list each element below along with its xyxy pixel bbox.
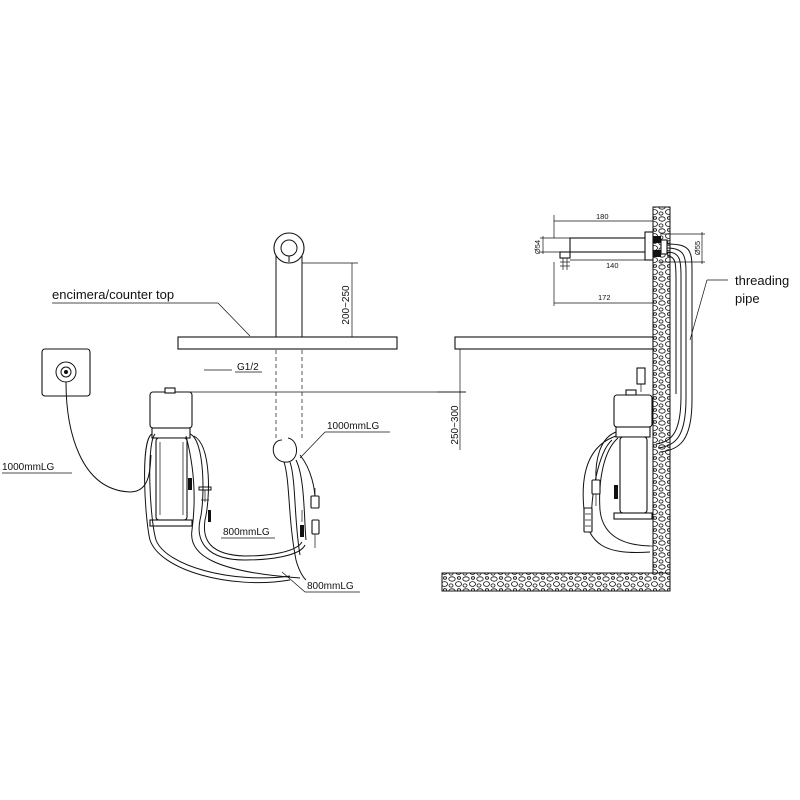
threading-text: threading [735, 273, 789, 288]
module-cable-bundle [144, 433, 306, 584]
thread-text: G1/2 [237, 362, 259, 373]
dimension-54-text: Ø54 [533, 240, 542, 254]
dimension-180: 180 [553, 212, 653, 238]
faucet-side-view [559, 231, 654, 270]
wall-fittings [653, 236, 668, 257]
dimension-54: Ø54 [533, 236, 570, 254]
dimension-250-300-text: 250~300 [450, 405, 461, 445]
dimension-180-text: 180 [596, 212, 609, 221]
counter-top-front [177, 336, 398, 350]
cable-800-a-text: 800mmLG [223, 527, 270, 538]
threading-pipe-label: threading pipe [689, 273, 789, 341]
floor-section [441, 572, 671, 592]
counter-top-side [454, 336, 654, 350]
dimension-250-300: 250~300 [450, 349, 461, 450]
control-module-front [149, 387, 193, 527]
counter-top-text: encimera/counter top [52, 287, 174, 302]
thread-label: G1/2 [204, 362, 262, 373]
dimension-140: 140 [570, 259, 653, 270]
faucet-front-view [273, 232, 305, 337]
cable-800-a-label: 800mmLG [221, 527, 275, 539]
dimension-55-text: Ø55 [693, 241, 702, 255]
pipe-text: pipe [735, 291, 760, 306]
sensor-cable-loop [272, 437, 316, 581]
sensor-cable-text: 1000mmLG [327, 421, 379, 432]
dimension-200-250: 200~250 [302, 262, 358, 337]
cable-800-b-text: 800mmLG [307, 581, 354, 592]
threading-pipe [655, 243, 693, 453]
side-module-cables [582, 431, 653, 553]
power-cable-label: 1000mmLG [2, 462, 72, 474]
power-cable-text: 1000mmLG [2, 462, 54, 473]
dimension-55: Ø55 [660, 232, 705, 264]
dimension-172-text: 172 [598, 293, 611, 302]
faucet-centerline [275, 350, 303, 438]
dimension-140-text: 140 [606, 261, 619, 270]
sensor-cable-label: 1000mmLG [299, 421, 390, 459]
cable-inline-connectors [300, 488, 320, 548]
control-module-side [613, 367, 653, 520]
module-connectors [188, 478, 212, 522]
cable-800-b-label: 800mmLG [281, 571, 360, 593]
wall-section [652, 206, 671, 592]
dimension-172: 172 [553, 262, 653, 306]
dimension-200-250-text: 200~250 [341, 285, 352, 325]
power-outlet [41, 348, 152, 493]
counter-top-label: encimera/counter top [52, 287, 251, 337]
